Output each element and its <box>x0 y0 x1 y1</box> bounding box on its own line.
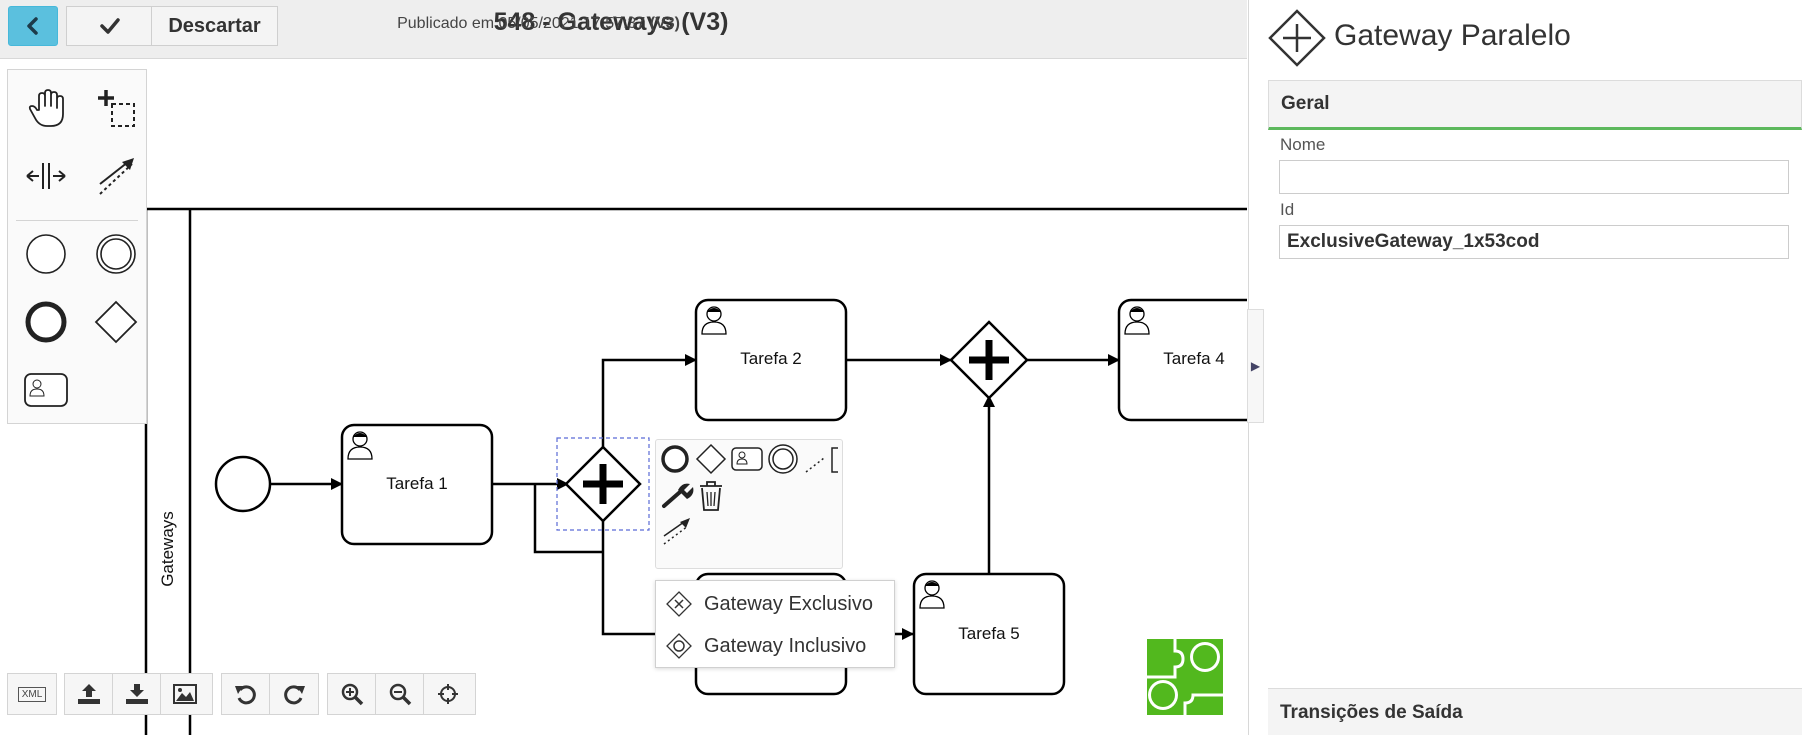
image-icon <box>173 684 197 704</box>
crosshair-icon <box>438 684 458 704</box>
gateway-tool[interactable] <box>90 296 142 348</box>
append-gateway[interactable] <box>695 443 727 475</box>
page-title: 548 - Gateways (V3) <box>493 8 729 36</box>
redo-icon <box>284 685 305 705</box>
user-task-icon <box>919 580 945 609</box>
section-transitions-header[interactable]: Transições de Saída <box>1268 688 1802 735</box>
published-date: Publicado em 05/05/2021 17:57:37 <box>397 15 646 32</box>
delete-trash[interactable] <box>700 481 722 511</box>
file-group <box>64 673 213 715</box>
zoom-in-icon <box>341 683 363 706</box>
export-image-button[interactable] <box>161 674 209 714</box>
back-button[interactable] <box>8 6 58 46</box>
connect-arrow[interactable] <box>663 518 690 545</box>
task-label: Tarefa 5 <box>958 624 1020 643</box>
task-tarefa-5[interactable] <box>912 572 1066 696</box>
id-field[interactable]: ExclusiveGateway_1x53cod <box>1279 225 1789 259</box>
published-version: (V3) <box>649 15 680 32</box>
append-user-task[interactable] <box>731 447 763 471</box>
top-toolbar: Descartar 548 - Gateways (V3) Publicado … <box>0 0 1247 59</box>
end-event-icon <box>25 301 67 343</box>
check-icon <box>99 18 120 34</box>
history-group <box>221 673 319 715</box>
change-type-wrench[interactable] <box>662 483 694 508</box>
user-task-icon <box>347 431 373 460</box>
start-event-icon <box>26 234 66 274</box>
hand-tool-button[interactable] <box>20 82 72 134</box>
space-tool-button[interactable] <box>20 150 72 202</box>
parallel-gateway-icon <box>1268 9 1326 67</box>
lane-label: Gateways <box>158 511 177 587</box>
exclusive-gateway-icon <box>666 591 692 617</box>
redo-button[interactable] <box>270 674 318 714</box>
zoom-out-icon <box>389 683 411 706</box>
task-tarefa-4[interactable] <box>1117 298 1247 422</box>
replace-menu: Gateway Exclusivo Gateway Inclusivo <box>655 580 895 668</box>
menu-item-label: Gateway Exclusivo <box>704 592 873 615</box>
start-event-tool[interactable] <box>20 228 72 280</box>
upload-icon <box>77 684 100 704</box>
space-tool-icon <box>26 163 66 189</box>
intermediate-event-icon <box>96 234 136 274</box>
zoom-in-button[interactable] <box>328 674 376 714</box>
replace-inclusive-gateway[interactable]: Gateway Inclusivo <box>656 626 894 666</box>
id-label: Id <box>1280 200 1295 219</box>
start-event[interactable] <box>214 455 272 513</box>
context-pad <box>655 439 843 569</box>
published-status: Publicado em 05/05/2021 17:57:37 (V3) <box>397 15 680 33</box>
discard-button[interactable]: Descartar <box>151 6 278 46</box>
xml-group: XML <box>7 673 57 715</box>
inclusive-gateway-icon <box>666 633 692 659</box>
lasso-tool-button[interactable] <box>90 82 142 134</box>
undo-button[interactable] <box>222 674 270 714</box>
sequence-flows[interactable] <box>271 354 1120 640</box>
user-task-icon <box>701 306 727 335</box>
confirm-button[interactable] <box>66 6 152 46</box>
fit-viewport-button[interactable] <box>424 674 472 714</box>
end-event-tool[interactable] <box>20 296 72 348</box>
parallel-gateway-selected[interactable] <box>556 437 650 531</box>
append-annotation[interactable] <box>805 447 838 473</box>
undo-icon <box>234 685 256 705</box>
xml-label: XML <box>17 686 47 702</box>
gears-logo <box>1147 639 1223 715</box>
task-label: Tarefa 1 <box>386 474 448 493</box>
name-label: Nome <box>1280 135 1326 154</box>
download-icon <box>125 684 148 704</box>
user-task-tool[interactable] <box>20 364 72 416</box>
zoom-out-button[interactable] <box>376 674 424 714</box>
panel-title: Gateway Paralelo <box>1334 19 1571 52</box>
append-end-event[interactable] <box>661 445 689 473</box>
palette-divider <box>16 220 138 221</box>
menu-item-label: Gateway Inclusivo <box>704 634 867 657</box>
lane-label-container: Gateways <box>152 499 184 599</box>
replace-exclusive-gateway[interactable]: Gateway Exclusivo <box>656 584 894 624</box>
caret-right-icon: ▶ <box>1250 359 1261 373</box>
name-field[interactable] <box>1279 160 1789 194</box>
chevron-left-icon <box>27 17 38 35</box>
connect-tool-icon <box>99 158 134 195</box>
task-tarefa-2[interactable] <box>694 298 848 422</box>
user-task-icon <box>24 373 68 407</box>
download-button[interactable] <box>113 674 161 714</box>
task-label: Tarefa 4 <box>1163 349 1225 368</box>
panel-toggle[interactable]: ▶ <box>1247 309 1264 423</box>
section-general-header[interactable]: Geral <box>1268 80 1802 130</box>
intermediate-event-tool[interactable] <box>90 228 142 280</box>
upload-button[interactable] <box>65 674 113 714</box>
task-label: Tarefa 2 <box>740 349 802 368</box>
lasso-tool-icon <box>98 90 135 127</box>
tool-palette <box>7 69 147 424</box>
connect-tool-button[interactable] <box>90 150 142 202</box>
parallel-gateway-join[interactable] <box>949 320 1029 400</box>
hand-tool-icon <box>28 89 64 127</box>
zoom-group <box>327 673 476 715</box>
diagram-canvas[interactable]: Gateways Tarefa 1 Tarefa 2 Tarefa 4 Tare… <box>0 59 1247 735</box>
append-intermediate-event[interactable] <box>768 444 798 474</box>
task-tarefa-1[interactable] <box>340 423 494 546</box>
xml-button[interactable]: XML <box>8 674 56 714</box>
user-task-icon <box>1124 306 1150 335</box>
gateway-icon <box>94 300 138 344</box>
